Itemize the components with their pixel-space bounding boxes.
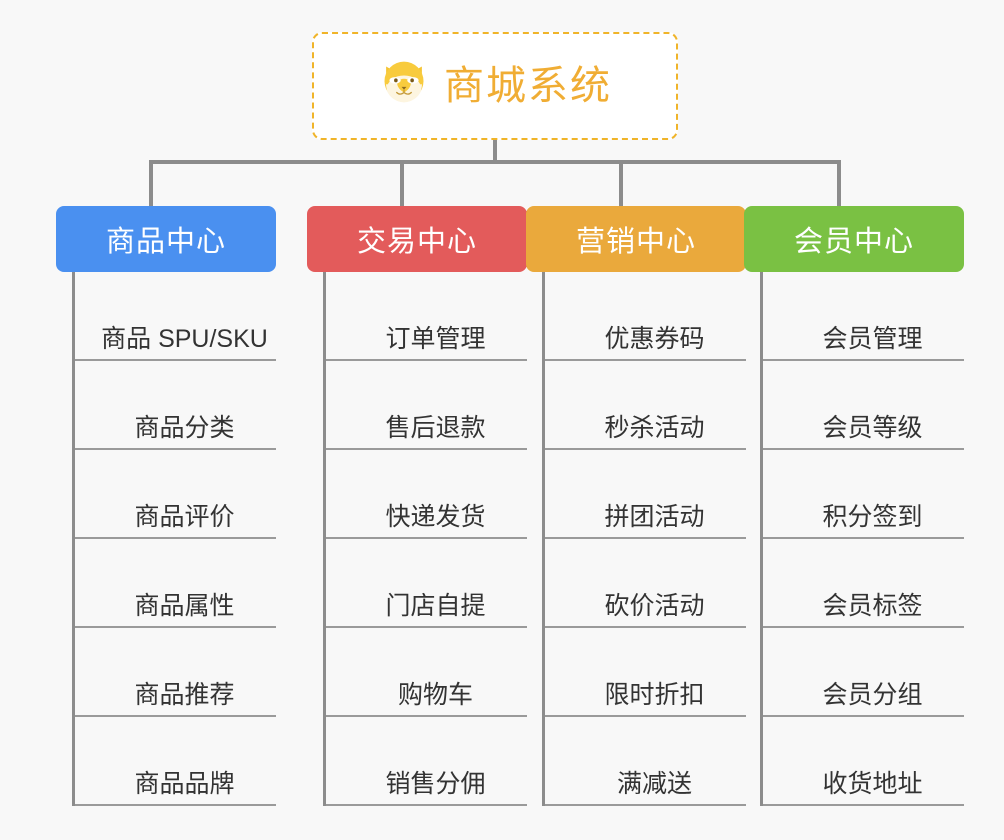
list-item-label: 满减送	[616, 769, 692, 798]
list-item-label: 商品推荐	[134, 680, 235, 709]
list-item-label: 购物车	[397, 680, 473, 709]
column-trade-center: 交易中心 订单管理 售后退款 快递发货 门店自提 购物车 销售分佣	[307, 206, 527, 806]
list-item[interactable]: 商品评价	[75, 450, 276, 539]
list-item[interactable]: 商品分类	[75, 361, 276, 450]
connector-drop-2	[400, 160, 404, 208]
list-item-label: 商品属性	[134, 591, 235, 620]
list-item-label: 会员分组	[822, 680, 923, 709]
list-item[interactable]: 拼团活动	[545, 450, 746, 539]
list-item-label: 商品 SPU/SKU	[101, 324, 268, 353]
list-item-label: 砍价活动	[604, 591, 705, 620]
connector-drop-1	[149, 160, 153, 208]
list-item-label: 商品评价	[134, 502, 235, 531]
root-node-mall-system[interactable]: 商城系统	[312, 32, 678, 140]
root-node-label: 商城系统	[444, 64, 612, 108]
list-item-label: 积分签到	[822, 502, 923, 531]
list-item[interactable]: 优惠券码	[545, 272, 746, 361]
list-item[interactable]: 商品推荐	[75, 628, 276, 717]
list-item-label: 门店自提	[385, 591, 486, 620]
list-item-label: 拼团活动	[604, 502, 705, 531]
list-item-label: 会员等级	[822, 413, 923, 442]
connector-horizontal-bar	[149, 160, 841, 164]
list-item[interactable]: 会员管理	[763, 272, 964, 361]
list-item[interactable]: 积分签到	[763, 450, 964, 539]
column-product-center: 商品中心 商品 SPU/SKU 商品分类 商品评价 商品属性 商品推荐 商品品牌	[56, 206, 276, 806]
list-item[interactable]: 快递发货	[326, 450, 527, 539]
column-body-member-center: 会员管理 会员等级 积分签到 会员标签 会员分组 收货地址	[760, 272, 964, 806]
list-item[interactable]: 销售分佣	[326, 717, 527, 806]
column-body-trade-center: 订单管理 售后退款 快递发货 门店自提 购物车 销售分佣	[323, 272, 527, 806]
list-item[interactable]: 商品 SPU/SKU	[75, 272, 276, 361]
list-item[interactable]: 限时折扣	[545, 628, 746, 717]
connector-root-stem	[493, 140, 497, 164]
list-item-label: 收货地址	[822, 769, 923, 798]
list-item[interactable]: 满减送	[545, 717, 746, 806]
list-item-label: 会员标签	[822, 591, 923, 620]
list-item-label: 订单管理	[385, 324, 486, 353]
column-header-trade-center[interactable]: 交易中心	[307, 206, 527, 272]
list-item-label: 商品品牌	[134, 769, 235, 798]
list-item-label: 售后退款	[385, 413, 486, 442]
column-header-member-center[interactable]: 会员中心	[744, 206, 964, 272]
list-item[interactable]: 秒杀活动	[545, 361, 746, 450]
column-body-marketing-center: 优惠券码 秒杀活动 拼团活动 砍价活动 限时折扣 满减送	[542, 272, 746, 806]
column-body-product-center: 商品 SPU/SKU 商品分类 商品评价 商品属性 商品推荐 商品品牌	[72, 272, 276, 806]
list-item-label: 秒杀活动	[604, 413, 705, 442]
column-header-product-center[interactable]: 商品中心	[56, 206, 276, 272]
list-item-label: 销售分佣	[385, 769, 486, 798]
list-item[interactable]: 商品属性	[75, 539, 276, 628]
list-item-label: 优惠券码	[604, 324, 705, 353]
column-marketing-center: 营销中心 优惠券码 秒杀活动 拼团活动 砍价活动 限时折扣 满减送	[526, 206, 746, 806]
list-item[interactable]: 砍价活动	[545, 539, 746, 628]
column-member-center: 会员中心 会员管理 会员等级 积分签到 会员标签 会员分组 收货地址	[744, 206, 964, 806]
list-item-label: 商品分类	[134, 413, 235, 442]
list-item[interactable]: 会员分组	[763, 628, 964, 717]
list-item[interactable]: 订单管理	[326, 272, 527, 361]
shiba-dog-icon	[384, 61, 424, 103]
list-item[interactable]: 商品品牌	[75, 717, 276, 806]
connector-drop-3	[619, 160, 623, 208]
list-item[interactable]: 收货地址	[763, 717, 964, 806]
list-item[interactable]: 购物车	[326, 628, 527, 717]
list-item[interactable]: 会员等级	[763, 361, 964, 450]
list-item[interactable]: 售后退款	[326, 361, 527, 450]
list-item[interactable]: 会员标签	[763, 539, 964, 628]
list-item-label: 快递发货	[385, 502, 486, 531]
column-header-marketing-center[interactable]: 营销中心	[526, 206, 746, 272]
list-item-label: 会员管理	[822, 324, 923, 353]
list-item-label: 限时折扣	[604, 680, 705, 709]
list-item[interactable]: 门店自提	[326, 539, 527, 628]
connector-drop-4	[837, 160, 841, 208]
